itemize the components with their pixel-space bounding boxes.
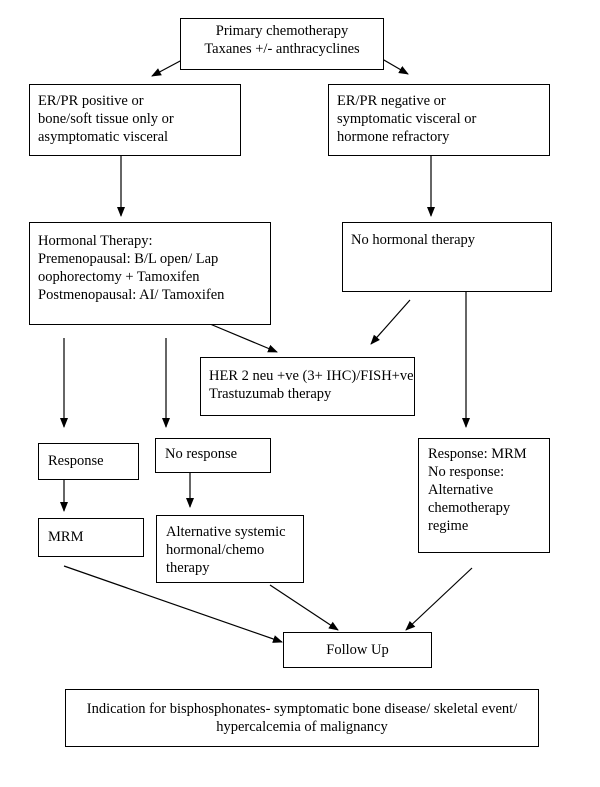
hormonal-line-1: Hormonal Therapy: xyxy=(38,233,153,249)
no-hormonal-line-1: No hormonal therapy xyxy=(351,232,476,248)
alternative-line-2: hormonal/chemo xyxy=(166,542,265,558)
hormonal-line-3: oophorectomy + Tamoxifen xyxy=(38,269,200,285)
arrow-response-mrm-to-follow-up xyxy=(405,567,473,631)
follow-up-box: Follow Up xyxy=(283,632,432,668)
arrow-no-hormonal-to-her2 xyxy=(370,299,411,345)
response-mrm-line-4: chemotherapy xyxy=(428,500,511,516)
arrow-mrm-to-follow-up xyxy=(63,565,283,643)
response-mrm-line-2: No response: xyxy=(428,464,505,480)
response-mrm-line-1: Response: MRM xyxy=(428,446,527,462)
arrow-hormonal-to-her2 xyxy=(209,323,278,353)
her2-line-1: HER 2 neu +ve (3+ IHC)/FISH+ve xyxy=(209,368,414,384)
response-box: Response xyxy=(38,443,139,480)
her2-box: HER 2 neu +ve (3+ IHC)/FISH+ve Trastuzum… xyxy=(200,357,415,416)
bisphosphonates-line-2: hypercalcemia of malignancy xyxy=(216,719,388,735)
alternative-line-3: therapy xyxy=(166,560,210,576)
er-negative-line-1: ER/PR negative or xyxy=(337,93,446,109)
er-positive-line-3: asymptomatic visceral xyxy=(38,129,169,145)
hormonal-line-2: Premenopausal: B/L open/ Lap xyxy=(38,251,219,267)
response-mrm-box: Response: MRM No response: Alternative c… xyxy=(418,438,550,553)
no-response-box: No response xyxy=(155,438,271,473)
arrow-alternative-to-follow-up xyxy=(269,584,339,631)
alternative-systemic-box: Alternative systemic hormonal/chemo ther… xyxy=(156,515,304,583)
response-mrm-line-5: regime xyxy=(428,518,469,534)
primary-line-2: Taxanes +/- anthracyclines xyxy=(204,41,360,57)
hormonal-line-4: Postmenopausal: AI/ Tamoxifen xyxy=(38,287,225,303)
er-positive-line-1: ER/PR positive or xyxy=(38,93,144,109)
response-mrm-line-3: Alternative xyxy=(428,482,494,498)
er-positive-line-2: bone/soft tissue only or xyxy=(38,111,174,127)
follow-up-line-1: Follow Up xyxy=(326,642,389,658)
no-hormonal-therapy-box: No hormonal therapy xyxy=(342,222,552,292)
er-negative-box: ER/PR negative or symptomatic visceral o… xyxy=(328,84,550,156)
no-response-line-1: No response xyxy=(165,446,238,462)
mrm-box: MRM xyxy=(38,518,144,557)
er-negative-line-2: symptomatic visceral or xyxy=(337,111,477,127)
er-positive-box: ER/PR positive or bone/soft tissue only … xyxy=(29,84,241,156)
alternative-line-1: Alternative systemic xyxy=(166,524,286,540)
primary-chemotherapy-box: Primary chemotherapy Taxanes +/- anthrac… xyxy=(180,18,384,70)
bisphosphonates-box: Indication for bisphosphonates- symptoma… xyxy=(65,689,539,747)
bisphosphonates-line-1: Indication for bisphosphonates- symptoma… xyxy=(86,701,518,717)
er-negative-line-3: hormone refractory xyxy=(337,129,450,145)
her2-line-2: Trastuzumab therapy xyxy=(209,386,332,402)
primary-line-1: Primary chemotherapy xyxy=(215,23,349,39)
response-line-1: Response xyxy=(48,453,104,469)
hormonal-therapy-box: Hormonal Therapy: Premenopausal: B/L ope… xyxy=(29,222,271,325)
mrm-line-1: MRM xyxy=(48,529,84,545)
